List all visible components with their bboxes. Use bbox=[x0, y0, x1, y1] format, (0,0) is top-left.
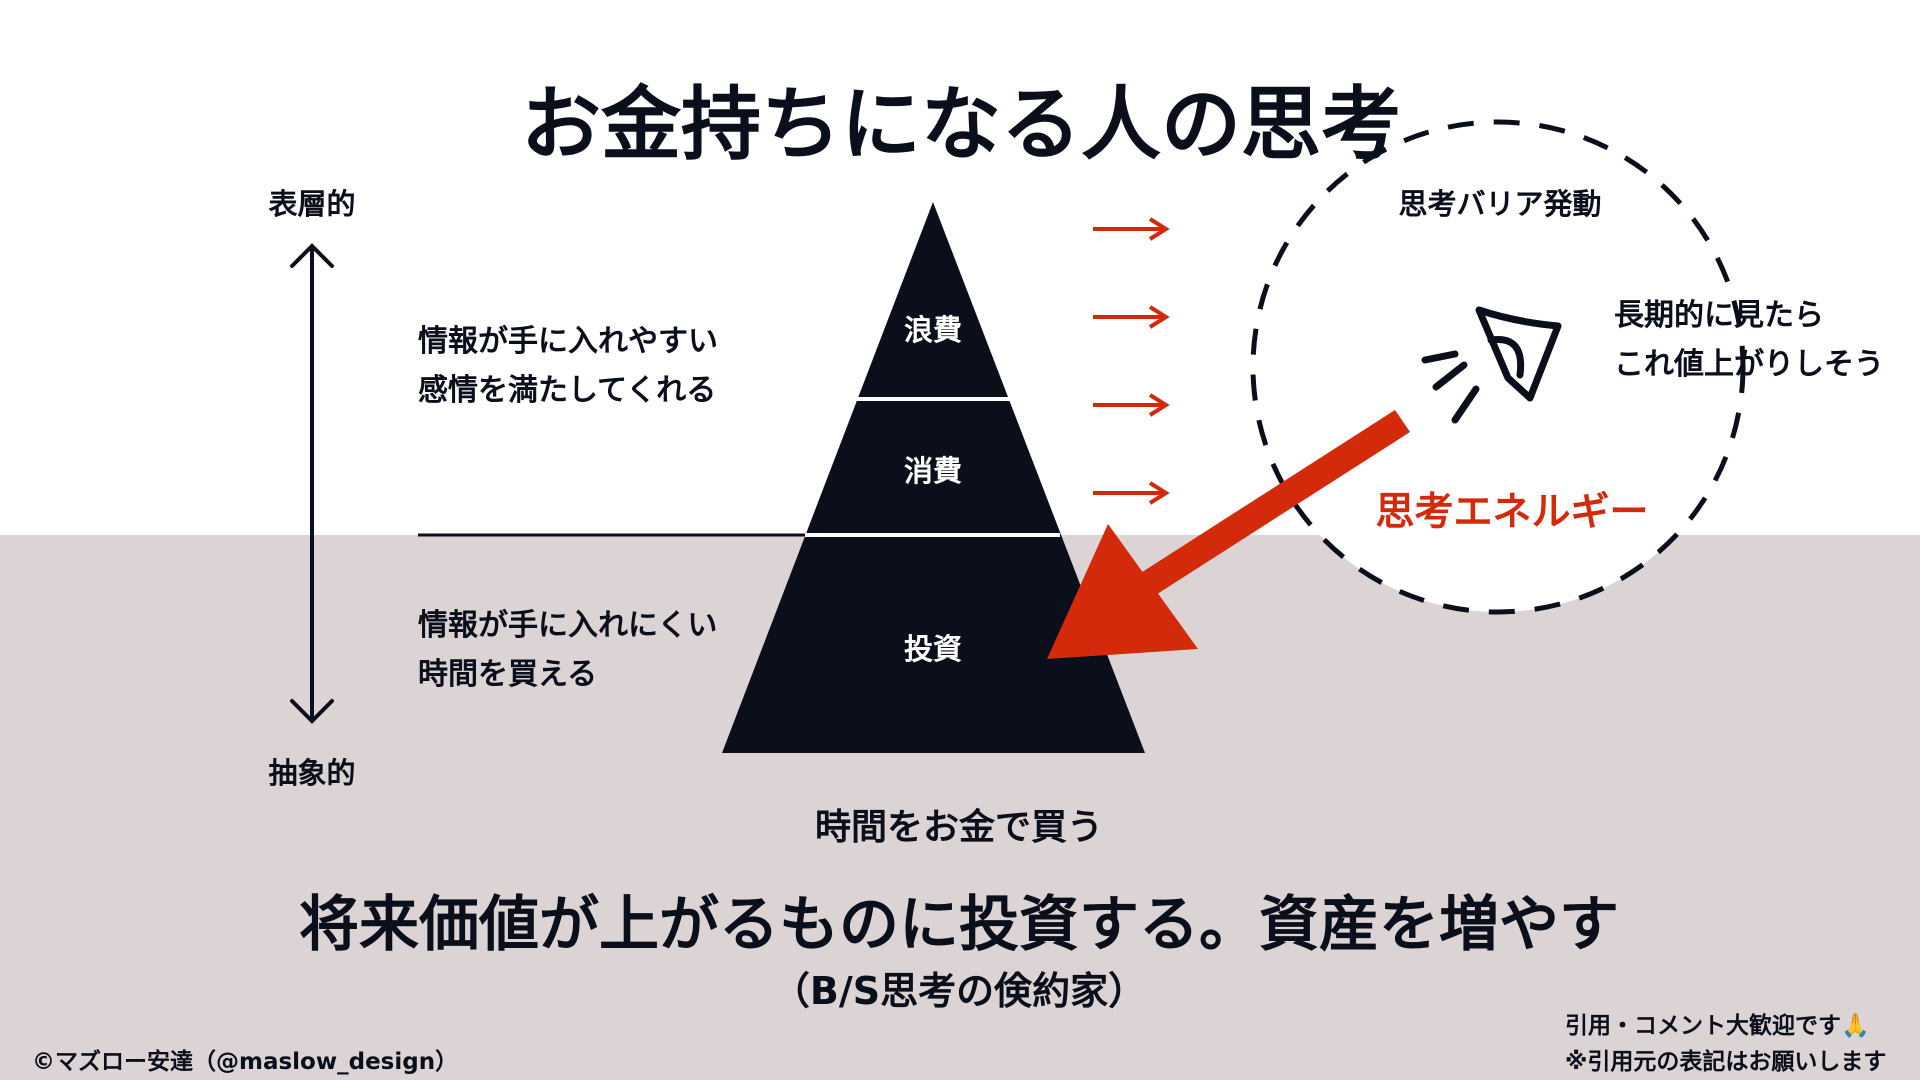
arrow-right-icon bbox=[1093, 305, 1170, 329]
footer-note: ※引用元の表記はお願いします bbox=[1565, 1049, 1887, 1075]
pyramid-label-waste: 浪費 bbox=[903, 313, 963, 347]
statement-subtitle: （B/S思考の倹約家） bbox=[771, 969, 1147, 1013]
arrow-right-icon bbox=[1093, 217, 1170, 241]
circle-title: 思考バリア発動 bbox=[1398, 187, 1602, 221]
thought-energy-arrow-icon bbox=[1047, 410, 1410, 659]
pyramid-caption: 時間をお金で買う bbox=[814, 807, 1104, 848]
page-title: お金持ちになる人の思考 bbox=[521, 78, 1401, 171]
axis-top-label: 表層的 bbox=[268, 187, 356, 221]
footer-note: 引用・コメント大歓迎です🙏 bbox=[1565, 1013, 1870, 1039]
eye-icon bbox=[1421, 306, 1562, 424]
axis-bottom-label: 抽象的 bbox=[268, 756, 356, 790]
lower-description-line: 情報が手に入れにくい bbox=[418, 608, 718, 643]
pyramid-label-consumption: 消費 bbox=[903, 454, 963, 488]
arrow-right-icon bbox=[1093, 393, 1170, 417]
thought-line: これ値上がりしそう bbox=[1614, 347, 1884, 382]
pyramid-label-investment: 投資 bbox=[903, 632, 963, 666]
vertical-double-arrow-icon bbox=[290, 243, 334, 724]
upper-description-line: 情報が手に入れやすい bbox=[418, 324, 718, 359]
footer-credit: ©マズロー安達（@maslow_design） bbox=[32, 1049, 459, 1075]
main-statement: 将来価値が上がるものに投資する。資産を増やす bbox=[299, 890, 1619, 960]
upper-description-line: 感情を満たしてくれる bbox=[418, 373, 717, 408]
lower-description-line: 時間を買える bbox=[418, 657, 598, 692]
thought-barrier-circle bbox=[1250, 119, 1746, 615]
red-arrow-icons bbox=[1093, 217, 1170, 505]
thought-energy-label: 思考エネルギー bbox=[1375, 490, 1649, 535]
thought-line: 長期的に見たら bbox=[1614, 298, 1824, 333]
pyramid bbox=[722, 202, 1145, 753]
arrow-right-icon bbox=[1093, 481, 1170, 505]
